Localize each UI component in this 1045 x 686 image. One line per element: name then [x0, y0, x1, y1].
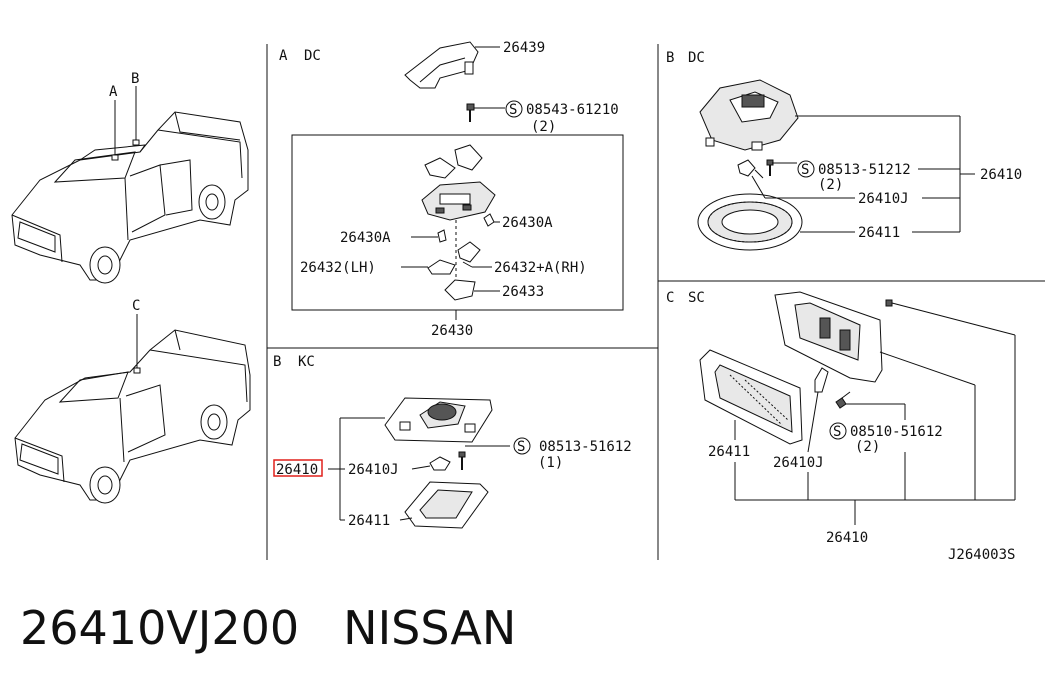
part-26432-lh: 26432(LH): [300, 260, 376, 276]
part-26430a-left: 26430A: [340, 230, 391, 246]
highlight-26410: [273, 459, 323, 477]
part-26430: 26430: [431, 323, 473, 339]
section-b-dc-letter: B: [666, 50, 674, 66]
part-26410-csc: 26410: [826, 530, 868, 546]
part-26411-bkc: 26411: [348, 513, 390, 529]
truck-label-b: B: [131, 71, 139, 87]
diagram-code: J264003S: [948, 547, 1015, 563]
section-b-kc-name: KC: [298, 354, 315, 370]
part-26410j-bdc: 26410J: [858, 191, 909, 207]
truck-crew-cab: A B: [11, 71, 249, 284]
section-c-letter: C: [666, 290, 674, 306]
part-26430a-right: 26430A: [502, 215, 553, 231]
footer-brand: NISSAN: [343, 601, 517, 655]
section-b-dc-name: DC: [688, 50, 705, 66]
part-08513-51612: 08513-51612: [539, 439, 632, 455]
part-26433: 26433: [502, 284, 544, 300]
section-b-kc-letter: B: [273, 354, 281, 370]
part-08510-51612: 08510-51612: [850, 424, 943, 440]
section-a-letter: A: [279, 48, 288, 64]
part-qty-bdc: (2): [818, 177, 843, 193]
part-qty-a: (2): [531, 119, 556, 135]
part-26410-bkc: 26410: [276, 462, 318, 478]
section-b-kc: B KC S 08513-51612 (1) 26410 26410J 2641…: [273, 354, 632, 529]
part-26410j-bkc: 26410J: [348, 462, 399, 478]
part-26410-bdc: 26410: [980, 167, 1022, 183]
section-a-dc: A DC 26439 S 08543-61210 (2) 26430 26430…: [279, 40, 624, 339]
part-26439: 26439: [503, 40, 545, 56]
section-b-dc: B DC S 08513-51212 (2) 26410 26410J: [666, 50, 1022, 251]
footer-part-number: 26410VJ200: [20, 601, 300, 655]
truck-label-a: A: [109, 84, 118, 100]
section-c-name: SC: [688, 290, 705, 306]
part-26432-rh: 26432+A(RH): [494, 260, 587, 276]
symbol-s-bdc: S: [801, 162, 809, 178]
part-qty-csc: (2): [855, 439, 880, 455]
truck-single-cab: C: [14, 298, 251, 504]
symbol-s-a: S: [509, 102, 517, 118]
symbol-s-bkc: S: [517, 439, 525, 455]
section-dividers: [266, 44, 1045, 560]
part-qty-bkc: (1): [538, 455, 563, 471]
part-08543-61210: 08543-61210: [526, 102, 619, 118]
truck-label-c: C: [132, 298, 140, 314]
part-08513-51212: 08513-51212: [818, 162, 911, 178]
footer-caption: 26410VJ200 NISSAN: [20, 598, 516, 658]
section-c-sc: C SC S 08510-51612 (2) 26410J: [666, 290, 1016, 563]
symbol-s-csc: S: [833, 424, 841, 440]
part-26410j-csc: 26410J: [773, 455, 824, 471]
part-26411-csc: 26411: [708, 444, 750, 460]
section-a-name: DC: [304, 48, 321, 64]
part-26411-bdc: 26411: [858, 225, 900, 241]
